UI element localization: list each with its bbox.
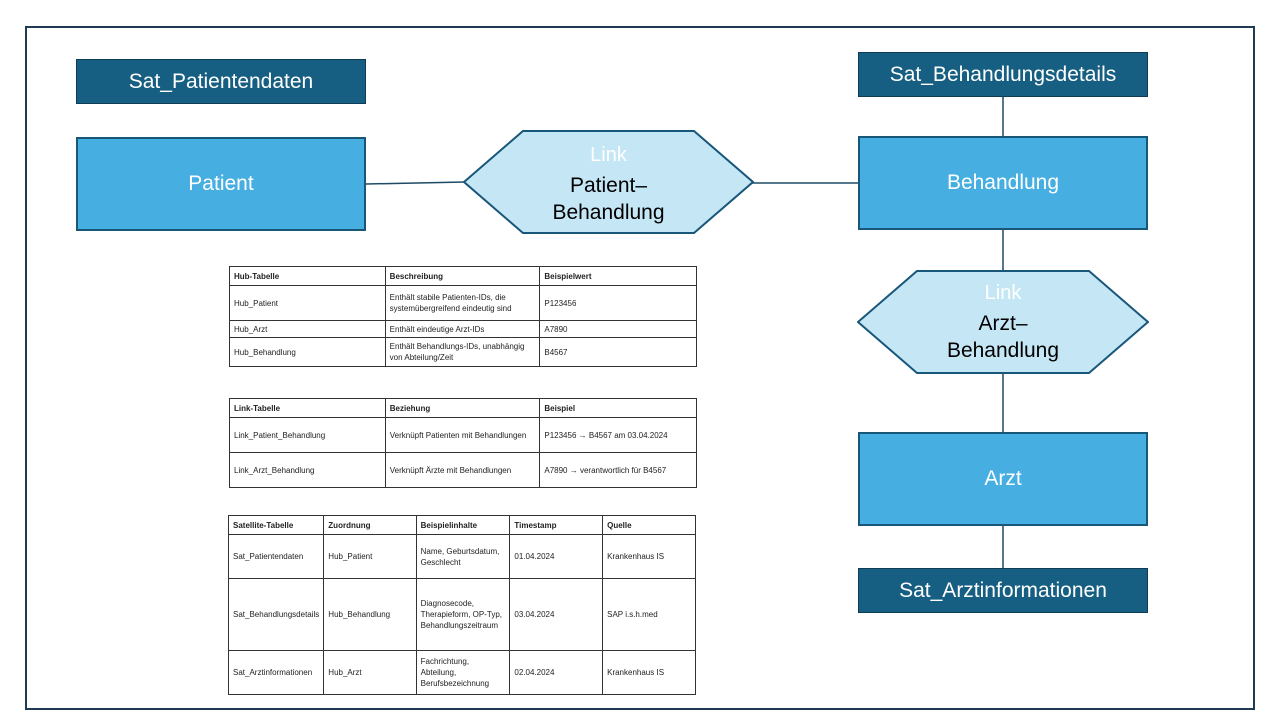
table-header-row: Hub-Tabelle Beschreibung Beispielwert — [229, 266, 697, 286]
table-header-cell: Zuordnung — [323, 515, 417, 535]
sat-behandlungsdetails-box: Sat_Behandlungsdetails — [858, 52, 1148, 97]
table-cell: P123456 → B4567 am 03.04.2024 — [539, 417, 697, 453]
table-cell: Hub_Patient — [323, 534, 417, 579]
table-row: Sat_Behandlungsdetails Hub_Behandlung Di… — [227, 578, 696, 651]
table-cell: Sat_Behandlungsdetails — [227, 578, 325, 651]
table-cell: Hub_Behandlung — [323, 578, 417, 651]
table-row: Sat_Arztinformationen Hub_Arzt Fachricht… — [227, 650, 696, 695]
table-cell: 03.04.2024 — [509, 578, 604, 651]
link-name-line1: Patient– — [569, 174, 648, 197]
table-row: Hub_Patient Enthält stabile Patienten-ID… — [229, 285, 697, 321]
slide-frame — [25, 26, 1255, 710]
table-cell: Krankenhaus IS — [602, 650, 696, 695]
table-header-cell: Beispielinhalte — [415, 515, 511, 535]
table-cell: Hub_Patient — [229, 285, 386, 321]
table-cell: Hub_Behandlung — [229, 337, 386, 367]
table-header-cell: Beispielwert — [539, 266, 697, 286]
table-cell: Hub_Arzt — [323, 650, 417, 695]
link-table: Link-Tabelle Beziehung Beispiel Link_Pat… — [229, 398, 697, 488]
table-header-cell: Beziehung — [384, 398, 541, 418]
hub-table: Hub-Tabelle Beschreibung Beispielwert Hu… — [229, 266, 697, 367]
table-row: Hub_Arzt Enthält eindeutige Arzt-IDs A78… — [229, 320, 697, 338]
table-cell: 02.04.2024 — [509, 650, 604, 695]
table-cell: Krankenhaus IS — [602, 534, 696, 579]
satellite-table: Satellite-Tabelle Zuordnung Beispielinha… — [227, 515, 696, 695]
table-header-row: Link-Tabelle Beziehung Beispiel — [229, 398, 697, 418]
table-cell: Name, Geburtsdatum, Geschlecht — [415, 534, 511, 579]
table-header-cell: Beschreibung — [384, 266, 541, 286]
table-cell: A7890 → verantwortlich für B4567 — [539, 452, 697, 488]
link-name-line2: Behandlung — [946, 339, 1060, 362]
table-cell: Link_Patient_Behandlung — [229, 417, 386, 453]
table-cell: Diagnosecode, Therapieform, OP-Typ, Beha… — [415, 578, 511, 651]
table-header-cell: Link-Tabelle — [229, 398, 386, 418]
table-cell: 01.04.2024 — [509, 534, 604, 579]
link-label: Link — [984, 282, 1022, 304]
link-name-line1: Arzt– — [978, 312, 1028, 335]
link-label: Link — [590, 144, 627, 166]
table-row: Link_Arzt_Behandlung Verknüpft Ärzte mit… — [229, 452, 697, 488]
table-row: Link_Patient_Behandlung Verknüpft Patien… — [229, 417, 697, 453]
table-row: Sat_Patientendaten Hub_Patient Name, Geb… — [227, 534, 696, 579]
table-cell: Enthält eindeutige Arzt-IDs — [384, 320, 541, 338]
hub-patient-box: Patient — [76, 137, 366, 231]
sat-arztinformationen-box: Sat_Arztinformationen — [858, 568, 1148, 613]
link-name-line2: Behandlung — [552, 201, 665, 224]
hub-behandlung-box: Behandlung — [858, 136, 1148, 230]
hexagon-shape — [857, 270, 1149, 374]
table-cell: SAP i.s.h.med — [602, 578, 696, 651]
table-cell: Enthält Behandlungs-IDs, unabhängig von … — [384, 337, 541, 367]
table-cell: Sat_Arztinformationen — [227, 650, 325, 695]
table-header-row: Satellite-Tabelle Zuordnung Beispielinha… — [227, 515, 696, 535]
table-row: Hub_Behandlung Enthält Behandlungs-IDs, … — [229, 337, 697, 367]
table-cell: Sat_Patientendaten — [227, 534, 325, 579]
table-header-cell: Quelle — [602, 515, 696, 535]
hub-arzt-box: Arzt — [858, 432, 1148, 526]
table-cell: P123456 — [539, 285, 697, 321]
table-cell: Hub_Arzt — [229, 320, 386, 338]
table-header-cell: Beispiel — [539, 398, 697, 418]
sat-patientendaten-box: Sat_Patientendaten — [76, 59, 366, 104]
table-header-cell: Satellite-Tabelle — [227, 515, 325, 535]
hexagon-shape — [463, 130, 754, 234]
table-cell: Fachrichtung, Abteilung, Berufsbezeichnu… — [415, 650, 511, 695]
table-header-cell: Hub-Tabelle — [229, 266, 386, 286]
table-cell: B4567 — [539, 337, 697, 367]
link-arzt-behandlung: Link Arzt– Behandlung — [857, 270, 1149, 374]
table-cell: Enthält stabile Patienten-IDs, die syste… — [384, 285, 541, 321]
link-patient-behandlung: Link Patient– Behandlung — [463, 130, 754, 234]
table-cell: Verknüpft Patienten mit Behandlungen — [384, 417, 541, 453]
table-cell: Link_Arzt_Behandlung — [229, 452, 386, 488]
table-header-cell: Timestamp — [509, 515, 604, 535]
table-cell: A7890 — [539, 320, 697, 338]
table-cell: Verknüpft Ärzte mit Behandlungen — [384, 452, 541, 488]
